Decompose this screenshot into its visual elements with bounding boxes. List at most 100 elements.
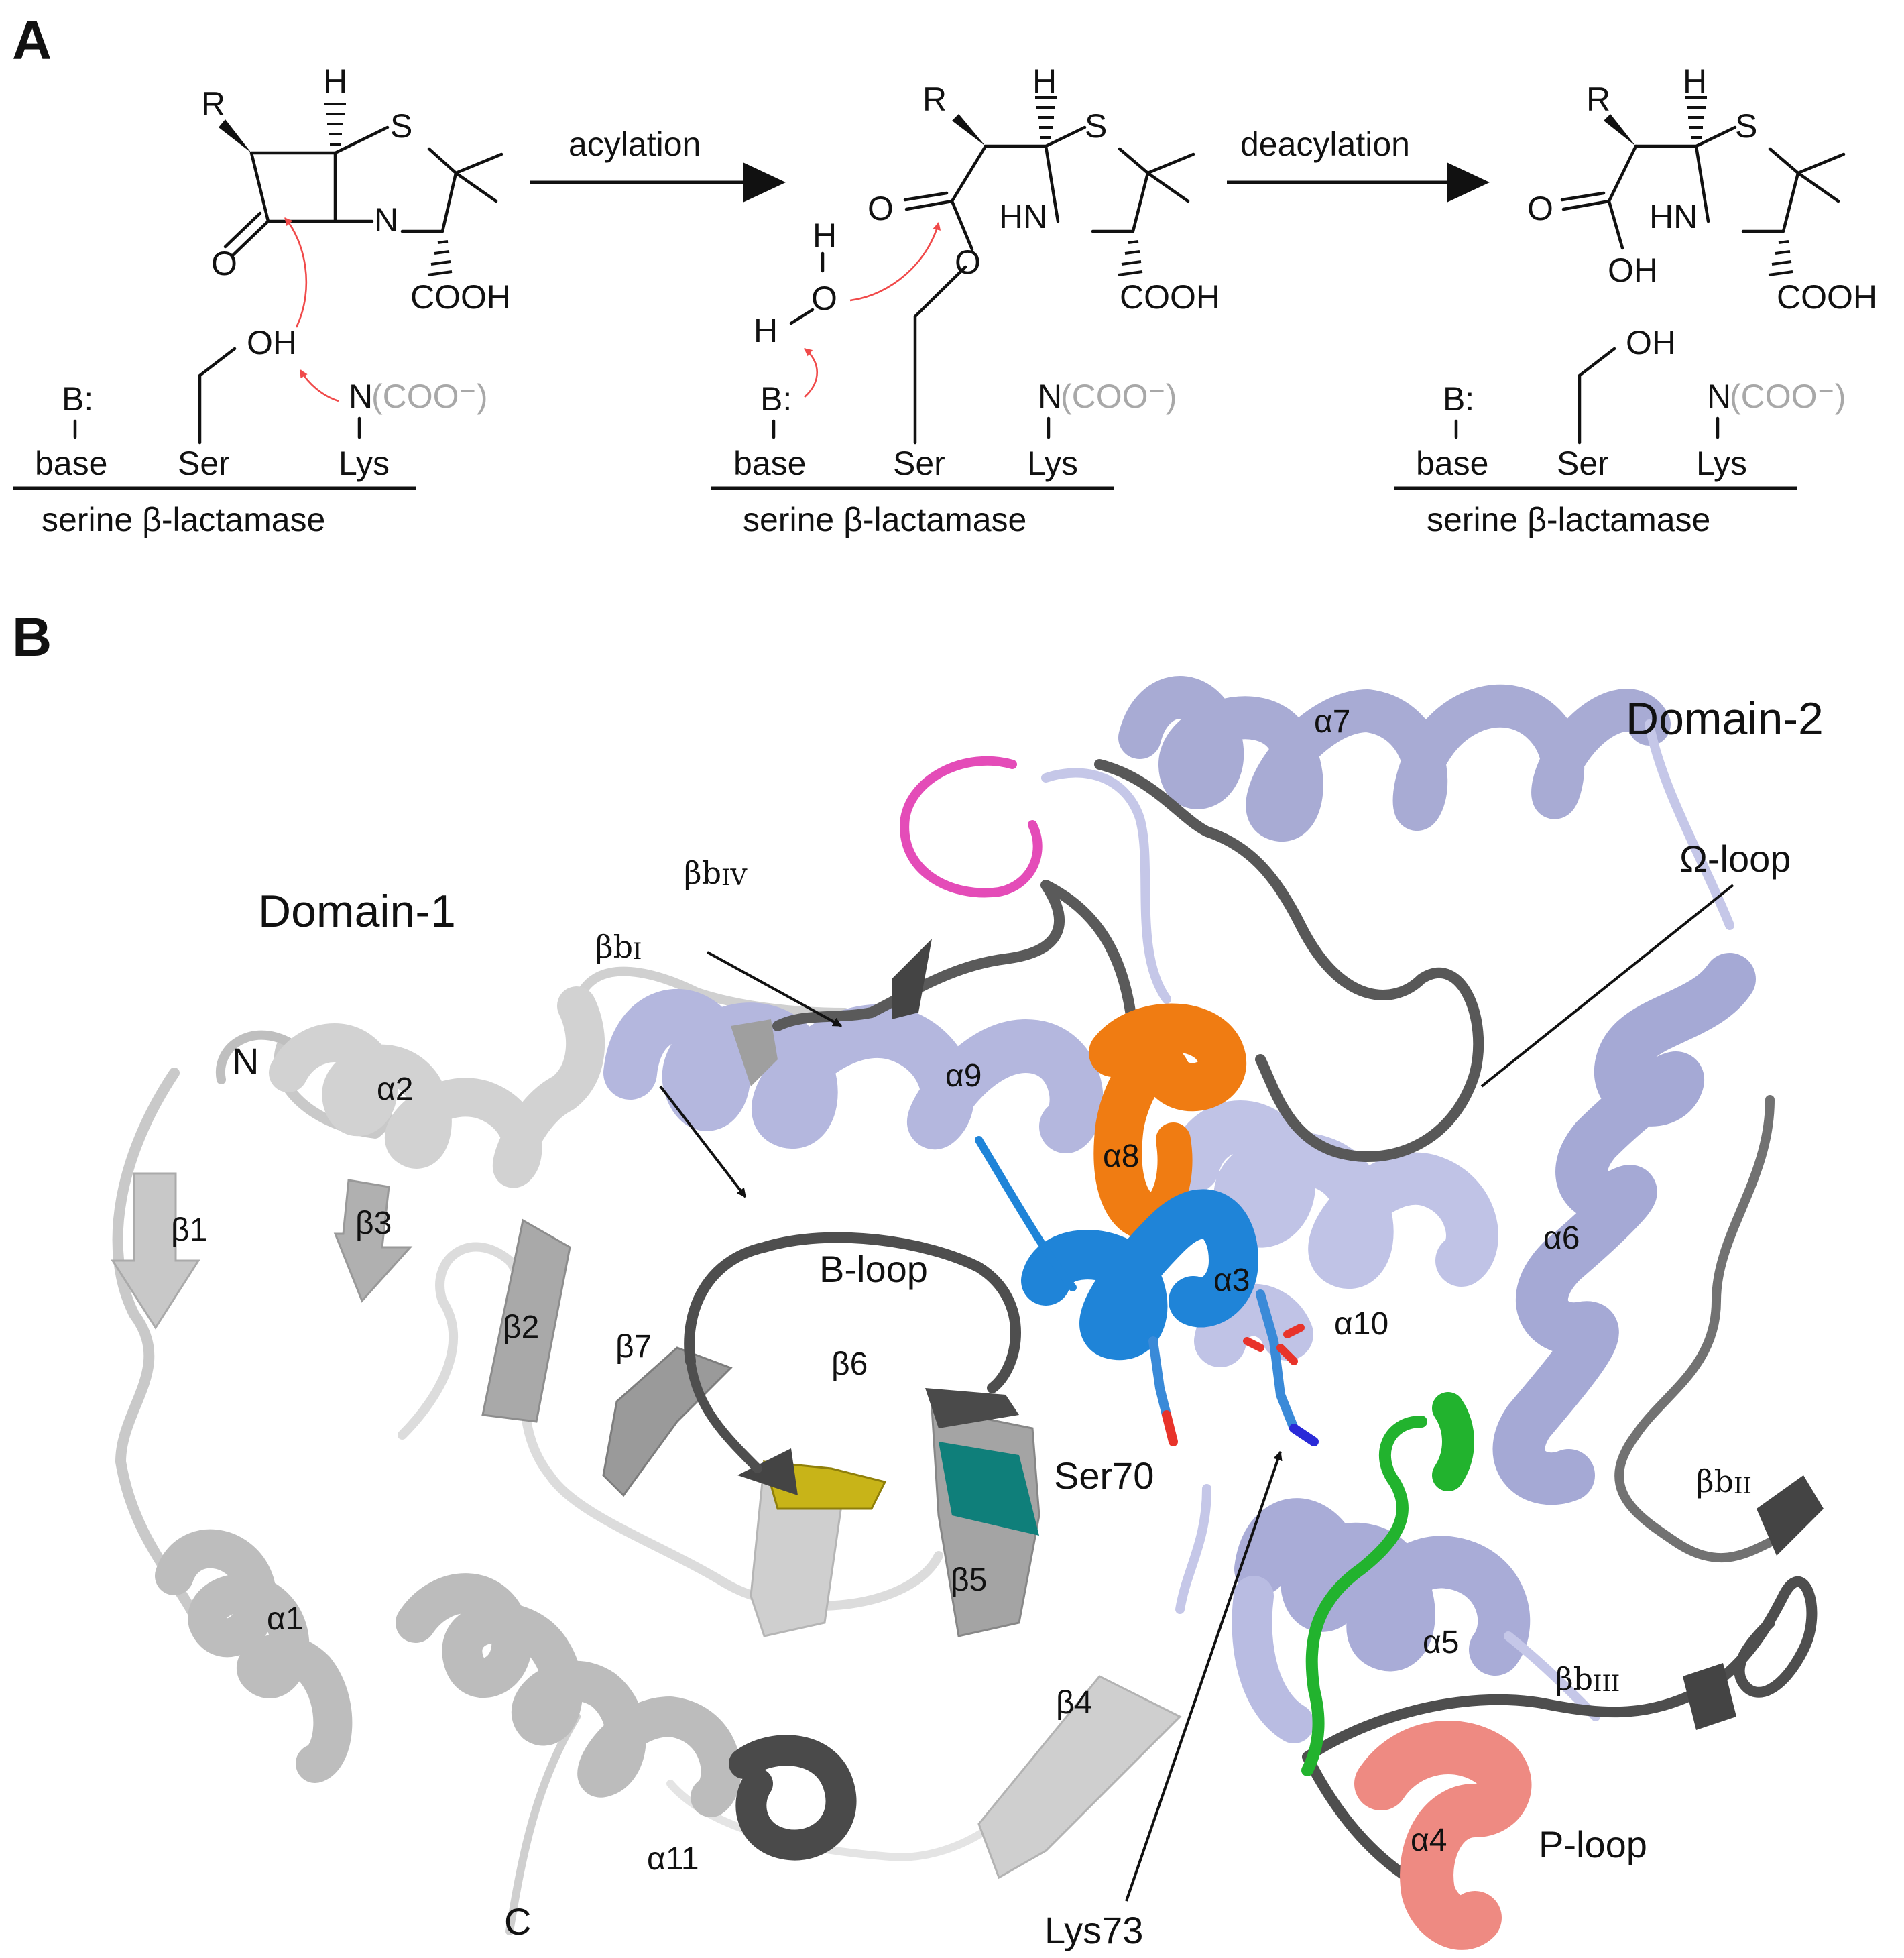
- domain-2-label: Domain-2: [1626, 693, 1824, 744]
- atom-o: O: [211, 245, 237, 282]
- strand-beta5: [925, 1388, 1040, 1637]
- p-loop: [1302, 1095, 1818, 1883]
- residue-ser: Ser: [178, 445, 230, 482]
- product-structure: R H S HN O OH COOH B: base OH Ser N (COO…: [1394, 62, 1877, 538]
- p-loop-label: P-loop: [1539, 1823, 1647, 1865]
- lys-n: N: [349, 378, 373, 415]
- beta1-label: β1: [171, 1212, 207, 1248]
- helix-alpha8: [1089, 1003, 1246, 1238]
- lys-coo: (COO⁻): [371, 378, 488, 415]
- acylation-arrow: acylation: [530, 125, 786, 203]
- helix-alpha3: [975, 1136, 1258, 1361]
- ser70-sidechain: [1148, 1336, 1178, 1446]
- acyl-enzyme-structure: R H S HN O O COOH H O H B: base Ser N (C…: [711, 62, 1220, 538]
- ser70-label: Ser70: [1054, 1454, 1154, 1497]
- alpha2-label: α2: [377, 1072, 413, 1107]
- atom-hn: HN: [999, 198, 1047, 235]
- helix-alpha10: [1167, 1100, 1498, 1367]
- helix-alpha9: [603, 988, 1104, 1153]
- strand-beta1: [111, 1172, 200, 1330]
- beta7-label: β7: [615, 1329, 652, 1365]
- alpha7-label: α7: [1314, 704, 1350, 740]
- alpha8-label: α8: [1103, 1139, 1139, 1174]
- leader-lines: [659, 884, 1734, 1902]
- penicillin-structure: R H S N O COOH B: base OH Ser N (COO⁻) L…: [13, 62, 511, 538]
- atom-b: B:: [62, 380, 93, 418]
- residue-base: base: [1416, 445, 1488, 482]
- alpha3-label: α3: [1213, 1263, 1250, 1298]
- lys73-sidechain: [1243, 1289, 1319, 1446]
- water-h-top: H: [813, 217, 837, 254]
- deacylation-label: deacylation: [1240, 125, 1410, 163]
- helix-alpha6: [1492, 953, 1756, 1505]
- atom-s: S: [1085, 107, 1107, 145]
- beta5-label: β5: [951, 1562, 987, 1598]
- bbIV-label: βbIV: [684, 855, 748, 891]
- alpha11-label: α11: [647, 1841, 699, 1877]
- enzyme-label: serine β-lactamase: [743, 501, 1026, 538]
- b-loop: [684, 1232, 1021, 1473]
- bbII-label: βbII: [1696, 1463, 1752, 1499]
- beta2-label: β2: [503, 1310, 539, 1345]
- helix-alpha5: [1232, 1498, 1531, 1743]
- green-loop: [1301, 1392, 1474, 1776]
- lys-coo: (COO⁻): [1061, 378, 1177, 415]
- bbIII-label: βbIII: [1555, 1661, 1620, 1697]
- alpha6-label: α6: [1543, 1220, 1580, 1256]
- lys73-label: Lys73: [1045, 1909, 1143, 1951]
- enzyme-label: serine β-lactamase: [1427, 501, 1710, 538]
- enzyme-label: serine β-lactamase: [42, 501, 325, 538]
- alpha4-label: α4: [1411, 1823, 1447, 1858]
- lys-coo: (COO⁻): [1730, 378, 1846, 415]
- bridge-bbIV: [892, 939, 932, 1019]
- residue-base: base: [35, 445, 107, 482]
- atom-cooh: COOH: [1777, 278, 1877, 316]
- panel-a: A acylation deacylation: [12, 10, 1877, 538]
- residue-base: base: [733, 445, 806, 482]
- helix-alpha2: [269, 986, 605, 1188]
- helix-alpha4: [1354, 1721, 1532, 1950]
- water-h-bottom: H: [754, 312, 778, 349]
- atom-b: B:: [1443, 380, 1474, 418]
- alpha9-label: α9: [945, 1058, 981, 1094]
- alpha5-label: α5: [1423, 1625, 1459, 1660]
- b-loop-label: B-loop: [819, 1248, 928, 1290]
- atom-r: R: [923, 80, 947, 118]
- bridge-bbI: [731, 1019, 778, 1086]
- alpha10-label: α10: [1334, 1306, 1388, 1342]
- beta6-label: β6: [831, 1346, 868, 1382]
- atom-r: R: [1586, 80, 1610, 118]
- residue-lys: Lys: [1696, 445, 1747, 482]
- lys-n: N: [1038, 378, 1062, 415]
- panel-a-letter: A: [12, 10, 52, 71]
- atom-o-ester: O: [955, 243, 981, 281]
- beta3-label: β3: [355, 1206, 392, 1241]
- domain-1-label: Domain-1: [258, 886, 456, 937]
- omega-loop: [1094, 759, 1484, 1162]
- atom-oh: OH: [247, 324, 297, 361]
- atom-cooh: COOH: [410, 278, 511, 316]
- atom-o: O: [868, 190, 894, 227]
- domain-2-coil: [1041, 719, 1734, 1721]
- bridge-bbIII: [1683, 1663, 1736, 1730]
- residue-ser: Ser: [1557, 445, 1609, 482]
- acylation-label: acylation: [569, 125, 701, 163]
- residue-lys: Lys: [1027, 445, 1078, 482]
- residue-ser: Ser: [893, 445, 945, 482]
- alpha1-label: α1: [267, 1601, 303, 1637]
- water-o: O: [811, 280, 837, 317]
- bbI-label: βbI: [595, 929, 642, 965]
- deacylation-arrow: deacylation: [1227, 125, 1490, 203]
- helix-alpha1: [155, 1529, 353, 1783]
- strand-beta6: [737, 1448, 887, 1637]
- atom-cooh: COOH: [1120, 278, 1220, 316]
- panel-b-letter: B: [12, 607, 52, 668]
- panel-b: B: [12, 607, 1824, 1951]
- lys-n: N: [1707, 378, 1731, 415]
- atom-h: H: [1032, 62, 1057, 100]
- strand-beta3: [333, 1179, 413, 1303]
- omega-loop-label: Ω-loop: [1679, 838, 1791, 880]
- atom-hn: HN: [1649, 198, 1698, 235]
- atom-n: N: [374, 201, 398, 239]
